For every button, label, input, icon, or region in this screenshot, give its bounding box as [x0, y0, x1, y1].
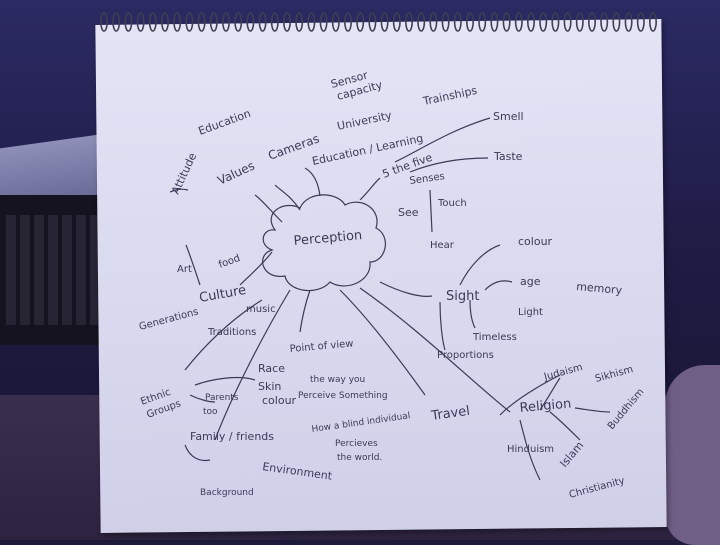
label-food: food [217, 253, 242, 271]
label-skin: Skin [258, 380, 281, 393]
spiral-ring [173, 12, 182, 32]
spiral-ring [380, 12, 389, 32]
spiral-binding [100, 12, 657, 32]
label-race: Race [258, 362, 285, 375]
label-background: Background [200, 488, 254, 498]
spiral-ring [282, 12, 291, 32]
spiral-ring [478, 12, 487, 32]
spiral-ring [526, 12, 535, 32]
label-education-1: Education [197, 107, 253, 138]
label-islam: Islam [557, 439, 586, 470]
label-too: too [203, 407, 218, 417]
label-judaism: Judaism [542, 362, 584, 383]
label-generations: Generations [138, 306, 200, 332]
spiral-ring [563, 12, 572, 32]
label-timeless: Timeless [472, 332, 517, 343]
label-age: age [520, 275, 541, 288]
spiral-ring [465, 12, 474, 32]
label-hear: Hear [430, 240, 455, 251]
spiral-ring [136, 12, 145, 32]
label-religion: Religion [519, 397, 572, 416]
spiral-ring [343, 12, 352, 32]
spiral-ring [197, 12, 206, 32]
label-values: Values [215, 158, 256, 187]
perception-cloud [262, 194, 386, 292]
spiral-ring [148, 12, 157, 32]
spiral-ring [161, 12, 170, 32]
spiral-ring [356, 12, 365, 32]
label-perceive-something: Perceive Something [298, 391, 388, 401]
label-perception: Perception [293, 228, 363, 249]
spiral-ring [600, 12, 609, 32]
label-proportions: Proportions [437, 350, 494, 361]
spiral-ring [490, 12, 499, 32]
spiral-ring [246, 12, 255, 32]
spiral-ring [392, 12, 401, 32]
label-sikhism: Sikhism [594, 364, 635, 385]
spiral-ring [648, 12, 657, 32]
spiral-ring [368, 12, 377, 32]
label-buddhism: Buddhism [606, 387, 647, 432]
spiral-ring [112, 12, 121, 32]
label-memory: memory [576, 280, 623, 297]
spiral-ring [539, 12, 548, 32]
spiral-ring [453, 12, 462, 32]
label-see: See [398, 206, 419, 219]
label-taste: Taste [493, 150, 523, 163]
spiral-ring [441, 12, 450, 32]
label-light: Light [518, 307, 543, 318]
spiral-ring [319, 12, 328, 32]
spiral-ring [124, 12, 133, 32]
spiral-ring [587, 12, 596, 32]
label-parents: Parents [205, 393, 239, 403]
label-traditions: Traditions [207, 327, 256, 338]
label-smell: Smell [493, 110, 524, 123]
label-hinduism: Hinduism [507, 444, 554, 455]
holding-hand [665, 365, 720, 545]
label-sight: Sight [446, 289, 479, 304]
label-university: University [336, 109, 393, 133]
label-family-friends: Family / friends [190, 430, 274, 443]
label-how-a-blind: How a blind individual [311, 411, 411, 435]
label-music: music [246, 304, 276, 315]
spiral-ring [575, 12, 584, 32]
spiral-ring [514, 12, 523, 32]
label-perceives: Percieves [335, 439, 378, 449]
spiral-ring [331, 12, 340, 32]
label-the-world: the world. [337, 453, 382, 463]
spiral-ring [404, 12, 413, 32]
spiral-ring [270, 12, 279, 32]
spiral-ring [234, 12, 243, 32]
label-culture: Culture [198, 283, 247, 306]
spiral-ring [222, 12, 231, 32]
label-travel: Travel [429, 404, 470, 424]
spiral-ring [185, 12, 194, 32]
label-colour: colour [518, 235, 553, 248]
spiral-ring [502, 12, 511, 32]
spiral-ring [258, 12, 267, 32]
spiral-ring [100, 12, 109, 32]
label-skin-colour: colour [262, 394, 297, 407]
spiral-ring [624, 12, 633, 32]
connector-lines [169, 117, 611, 481]
label-christianity: Christianity [568, 475, 626, 500]
label-the-way-you: the way you [310, 375, 365, 385]
label-senses: Senses [409, 171, 446, 187]
label-art: Art [177, 264, 192, 275]
spiral-ring [307, 12, 316, 32]
label-touch: Touch [437, 198, 467, 209]
spiral-ring [636, 12, 645, 32]
spiral-ring [295, 12, 304, 32]
spiral-ring [551, 12, 560, 32]
label-point-of-view: Point of view [289, 338, 354, 355]
spiral-ring [612, 12, 621, 32]
label-environment: Environment [262, 460, 334, 483]
spiral-ring [417, 12, 426, 32]
label-trainships: Trainships [421, 84, 479, 108]
spiral-ring [209, 12, 218, 32]
spiral-ring [429, 12, 438, 32]
keyboard-keys [6, 215, 114, 325]
